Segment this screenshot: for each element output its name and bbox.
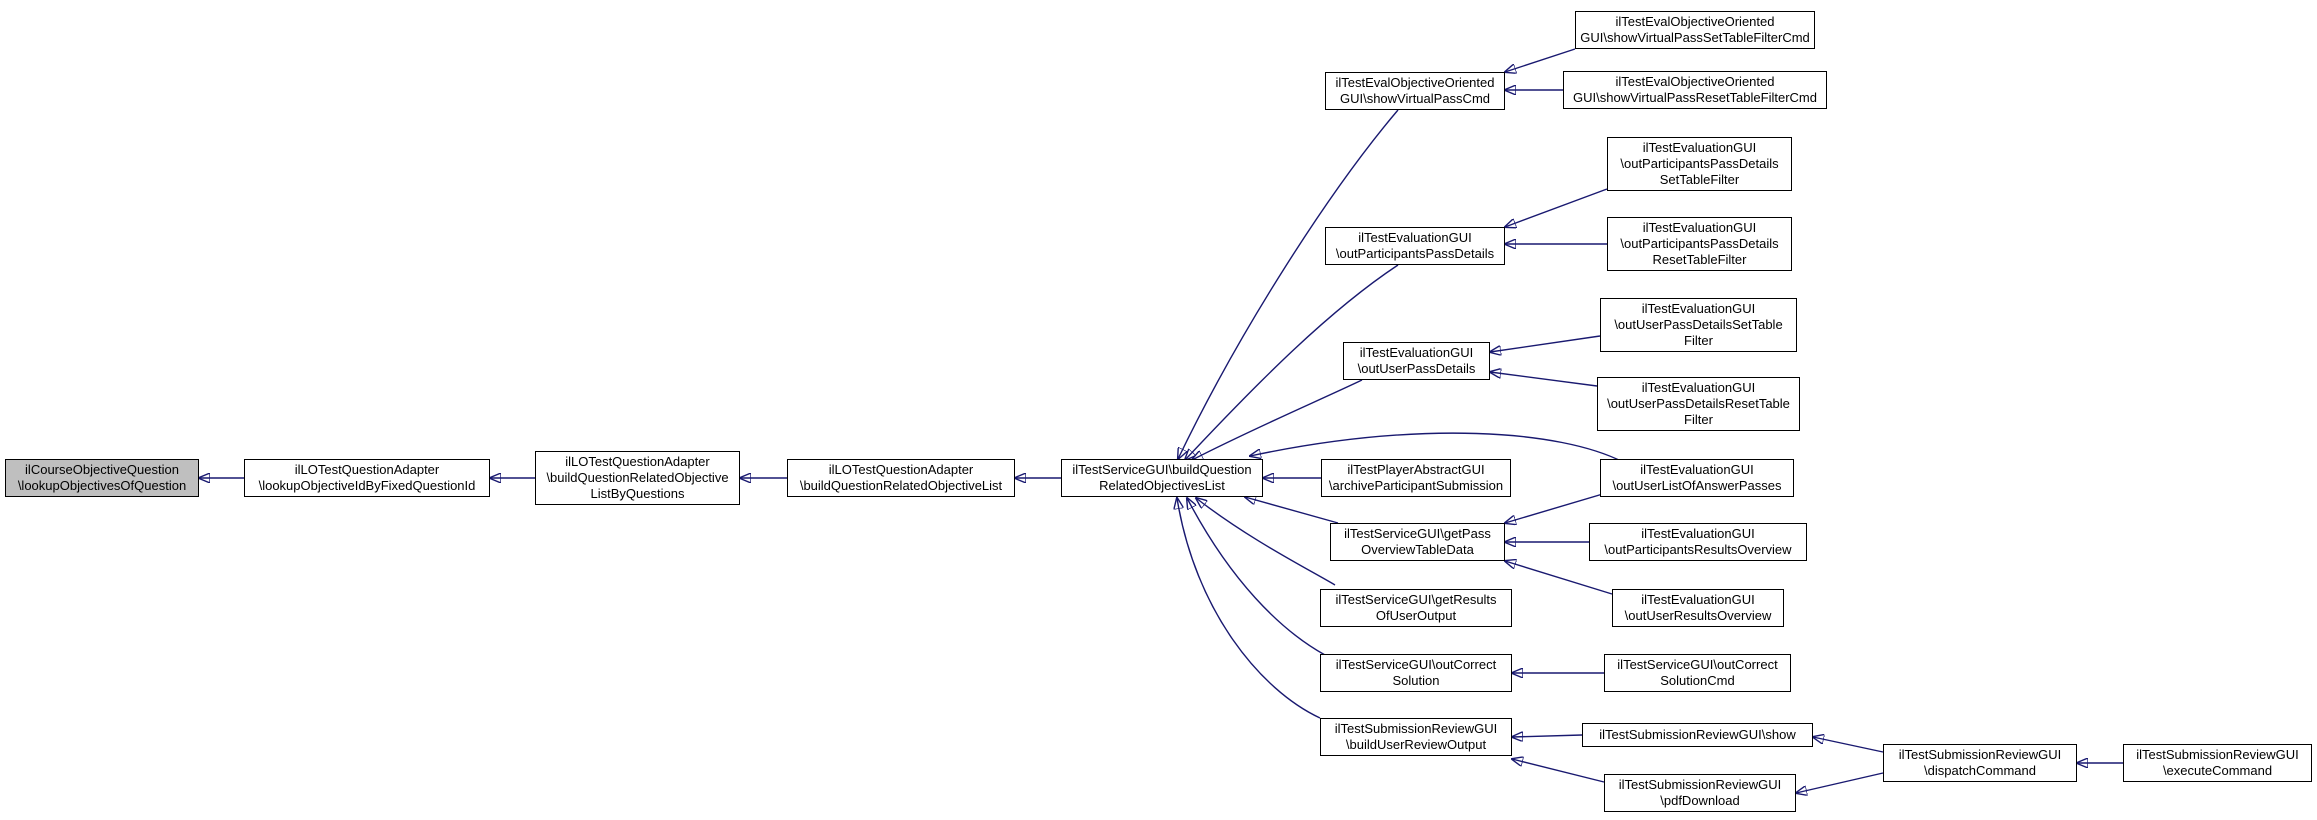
node-eval-participants-pass-details[interactable]: ilTestEvaluationGUI \outParticipantsPass… [1325, 227, 1505, 265]
node-adapter-lookup-objective-id[interactable]: ilLOTestQuestionAdapter \lookupObjective… [244, 459, 490, 497]
node-review-dispatch-command[interactable]: ilTestSubmissionReviewGUI \dispatchComma… [1883, 744, 2077, 782]
edge-eval-user-reset-to-eval-user-pass [1490, 372, 1598, 387]
node-eval-user-results-overview[interactable]: ilTestEvaluationGUI \outUserResultsOverv… [1612, 589, 1784, 627]
node-eval-oo-show-virtual-pass[interactable]: ilTestEvalObjectiveOriented GUI\showVirt… [1325, 72, 1505, 110]
node-service-build-related-objectives[interactable]: ilTestServiceGUI\buildQuestion RelatedOb… [1061, 459, 1263, 497]
node-adapter-build-related-list[interactable]: ilLOTestQuestionAdapter \buildQuestionRe… [787, 459, 1015, 497]
node-player-archive-submission[interactable]: ilTestPlayerAbstractGUI \archiveParticip… [1321, 459, 1511, 497]
node-eval-user-pass-details[interactable]: ilTestEvaluationGUI \outUserPassDetails [1343, 342, 1490, 380]
edge-review-dispatch-to-review-pdf [1796, 772, 1884, 793]
node-review-show[interactable]: ilTestSubmissionReviewGUI\show [1582, 723, 1813, 747]
edge-service-results-output-to-service-build [1196, 498, 1336, 586]
edge-eval-user-set-to-eval-user-pass [1490, 335, 1601, 352]
edge-eval-part-set-to-eval-part-pass [1505, 188, 1608, 227]
node-adapter-build-related-by-questions[interactable]: ilLOTestQuestionAdapter \buildQuestionRe… [535, 451, 740, 505]
edge-service-pass-overview-to-service-build [1245, 497, 1339, 524]
edge-eval-oo-set-to-eval-oo-show [1505, 48, 1576, 72]
edge-eval-user-results-to-service-pass-overview [1505, 561, 1613, 595]
node-eval-participants-pass-reset-filter[interactable]: ilTestEvaluationGUI \outParticipantsPass… [1607, 217, 1792, 271]
node-eval-participants-results-overview[interactable]: ilTestEvaluationGUI \outParticipantsResu… [1589, 523, 1807, 561]
node-eval-user-pass-set-filter[interactable]: ilTestEvaluationGUI \outUserPassDetailsS… [1600, 298, 1797, 352]
node-eval-oo-set-table-filter[interactable]: ilTestEvalObjectiveOriented GUI\showVirt… [1575, 11, 1815, 49]
node-review-build-user-review-output[interactable]: ilTestSubmissionReviewGUI \buildUserRevi… [1320, 718, 1512, 756]
edge-eval-list-answers-to-service-build [1250, 432, 1624, 463]
edge-review-show-to-review-build [1512, 735, 1583, 737]
node-service-out-correct-solution-cmd[interactable]: ilTestServiceGUI\outCorrect SolutionCmd [1604, 654, 1791, 692]
node-review-pdf-download[interactable]: ilTestSubmissionReviewGUI \pdfDownload [1604, 774, 1796, 812]
node-service-pass-overview-table-data[interactable]: ilTestServiceGUI\getPass OverviewTableDa… [1330, 523, 1505, 561]
node-service-out-correct-solution[interactable]: ilTestServiceGUI\outCorrect Solution [1320, 654, 1512, 692]
edge-review-build-to-service-build [1177, 498, 1321, 719]
node-lookup-objectives-of-question: ilCourseObjectiveQuestion \lookupObjecti… [5, 459, 199, 497]
edge-eval-part-pass-to-service-build [1185, 264, 1399, 460]
edge-eval-oo-show-to-service-build [1178, 109, 1399, 459]
node-service-results-of-user-output[interactable]: ilTestServiceGUI\getResults OfUserOutput [1320, 589, 1512, 627]
edge-eval-user-pass-to-service-build [1192, 379, 1363, 460]
node-review-execute-command[interactable]: ilTestSubmissionReviewGUI \executeComman… [2123, 744, 2312, 782]
node-eval-participants-pass-set-filter[interactable]: ilTestEvaluationGUI \outParticipantsPass… [1607, 137, 1792, 191]
edge-review-pdf-to-review-build [1512, 759, 1605, 783]
edge-service-correct-to-service-build [1187, 498, 1326, 656]
node-eval-oo-reset-table-filter[interactable]: ilTestEvalObjectiveOriented GUI\showVirt… [1563, 71, 1827, 109]
node-eval-user-list-of-answer-passes[interactable]: ilTestEvaluationGUI \outUserListOfAnswer… [1600, 459, 1794, 497]
node-eval-user-pass-reset-filter[interactable]: ilTestEvaluationGUI \outUserPassDetailsR… [1597, 377, 1800, 431]
edge-review-dispatch-to-review-show [1813, 737, 1884, 753]
